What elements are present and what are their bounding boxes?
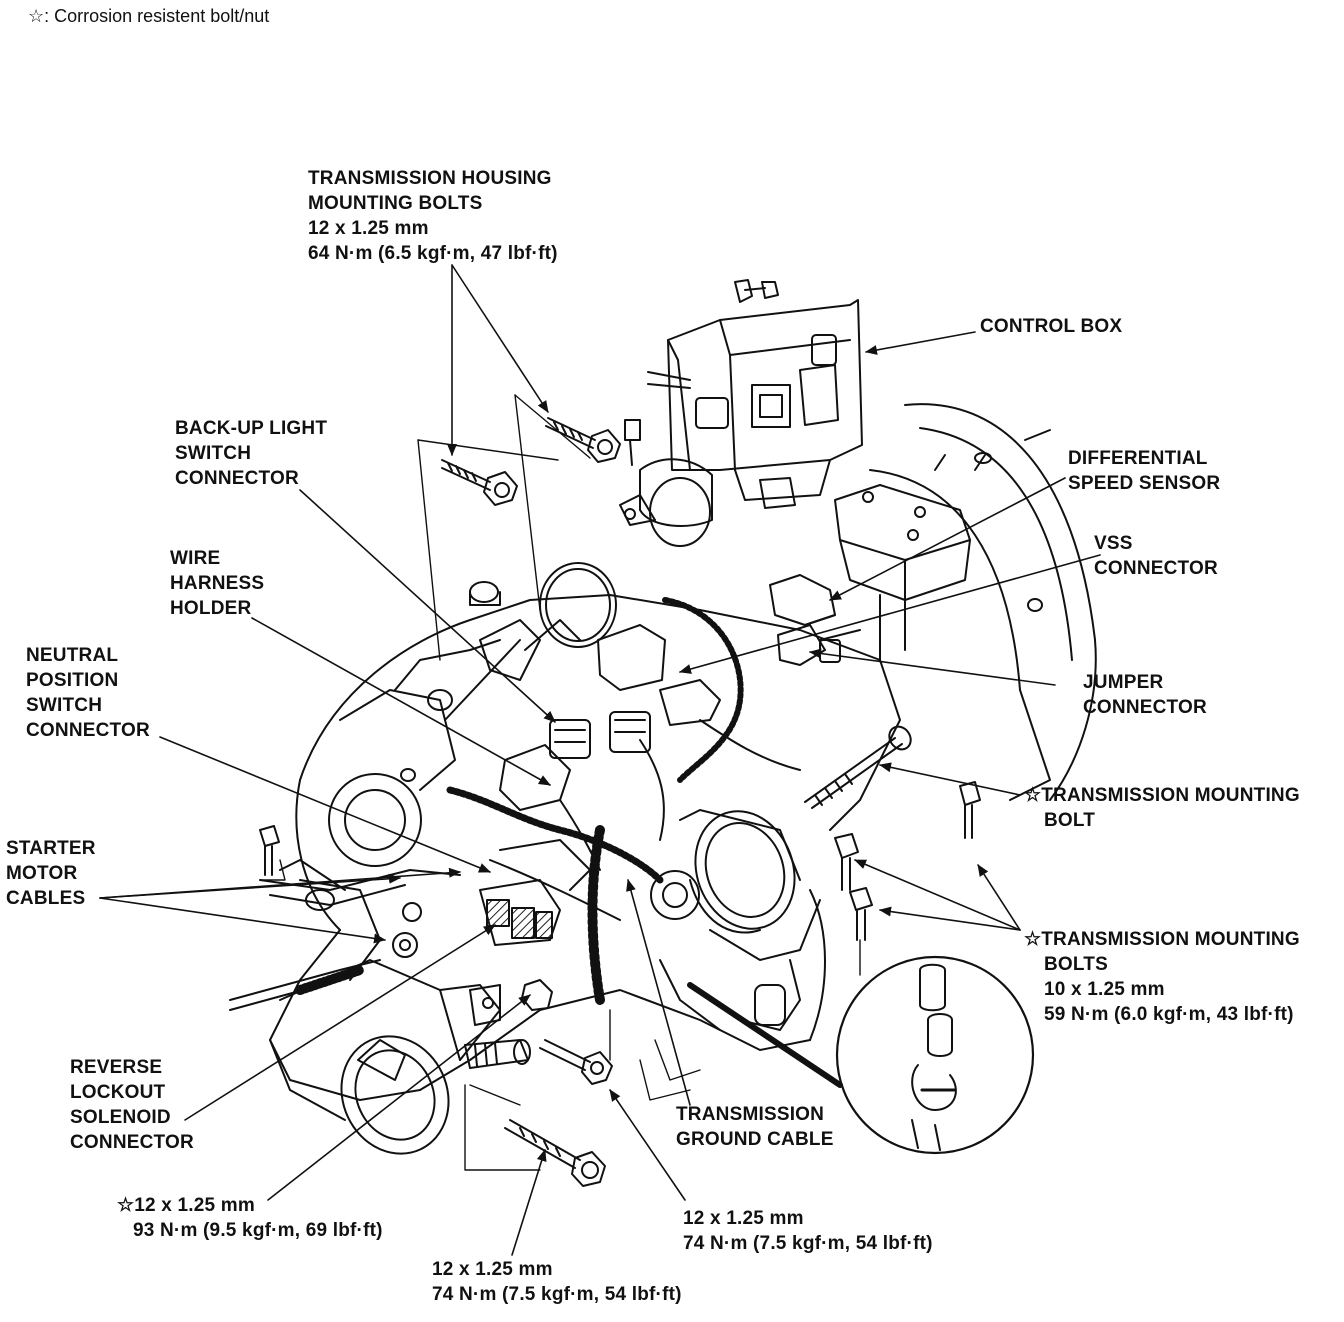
label-line: 59 N·m (6.0 kgf·m, 43 lbf·ft)	[1044, 1004, 1294, 1025]
label-starter-motor-cables: STARTER MOTOR CABLES	[6, 836, 96, 911]
label-line: DIFFERENTIAL	[1068, 448, 1208, 469]
label-line: CONTROL BOX	[980, 316, 1123, 337]
bellhousing-outline	[869, 403, 1097, 801]
label-line: POSITION	[26, 670, 119, 691]
label-transmission-housing-bolts: TRANSMISSION HOUSING MOUNTING BOLTS 12 x…	[308, 166, 558, 266]
label-bolt-torque-93: ☆12 x 1.25 mm 93 N·m (9.5 kgf·m, 69 lbf·…	[117, 1193, 383, 1243]
label-line: STARTER	[6, 838, 96, 859]
label-line: GROUND CABLE	[676, 1129, 834, 1150]
label-control-box: CONTROL BOX	[980, 314, 1122, 339]
label-line: CONNECTOR	[175, 468, 299, 489]
control-box-drawing	[619, 299, 863, 547]
label-line: CABLES	[6, 888, 86, 909]
detail-inset	[835, 955, 1035, 1155]
label-line: 12 x 1.25 mm	[432, 1259, 553, 1280]
label-line: ☆12 x 1.25 mm	[117, 1195, 255, 1216]
starter-motor-drawing	[269, 959, 501, 1155]
label-line: SWITCH	[175, 443, 252, 464]
legend-text: : Corrosion resistent bolt/nut	[44, 6, 270, 26]
leader-arrows	[99, 264, 1101, 1256]
label-transmission-mounting-bolt: ☆TRANSMISSION MOUNTING BOLT	[1024, 783, 1300, 833]
wire-harness-drawing	[446, 597, 801, 1005]
label-line: LOCKOUT	[70, 1082, 166, 1103]
label-bolt-torque-74-right: 12 x 1.25 mm 74 N·m (7.5 kgf·m, 54 lbf·f…	[683, 1206, 933, 1256]
label-line: 93 N·m (9.5 kgf·m, 69 lbf·ft)	[133, 1220, 383, 1241]
bolt-drawings	[259, 279, 981, 1187]
label-bolt-torque-74-bottom: 12 x 1.25 mm 74 N·m (7.5 kgf·m, 54 lbf·f…	[432, 1257, 682, 1307]
label-line: CONNECTOR	[70, 1132, 194, 1153]
label-line: NEUTRAL	[26, 645, 119, 666]
label-line: JUMPER	[1083, 672, 1164, 693]
label-line: TRANSMISSION HOUSING	[308, 168, 552, 189]
label-line: ☆TRANSMISSION MOUNTING	[1024, 785, 1300, 806]
label-line: 74 N·m (7.5 kgf·m, 54 lbf·ft)	[432, 1284, 682, 1305]
label-line: HOLDER	[170, 598, 252, 619]
label-transmission-ground-cable: TRANSMISSION GROUND CABLE	[676, 1102, 834, 1152]
label-line: WIRE	[170, 548, 221, 569]
label-line: 74 N·m (7.5 kgf·m, 54 lbf·ft)	[683, 1233, 933, 1254]
star-icon: ☆	[28, 6, 45, 26]
label-differential-speed-sensor: DIFFERENTIAL SPEED SENSOR	[1068, 446, 1220, 496]
label-line: CONNECTOR	[26, 720, 150, 741]
connector-cluster-drawing	[499, 574, 861, 811]
label-line: REVERSE	[70, 1057, 163, 1078]
label-vss-connector: VSS CONNECTOR	[1094, 531, 1218, 581]
label-line: BOLT	[1044, 810, 1096, 831]
transmission-case-drawing	[269, 594, 901, 1101]
label-jumper-connector: JUMPER CONNECTOR	[1083, 670, 1207, 720]
label-line: MOUNTING BOLTS	[308, 193, 483, 214]
starter-cable-drawing	[229, 869, 461, 1011]
label-backup-light-switch-connector: BACK-UP LIGHT SWITCH CONNECTOR	[175, 416, 327, 491]
label-line: SOLENOID	[70, 1107, 171, 1128]
label-reverse-lockout-solenoid-connector: REVERSE LOCKOUT SOLENOID CONNECTOR	[70, 1055, 194, 1155]
differential-housing-drawing	[650, 809, 821, 1031]
ground-cable-strap-drawing	[687, 982, 843, 1088]
label-line: 12 x 1.25 mm	[308, 218, 429, 239]
label-line: 64 N·m (6.5 kgf·m, 47 lbf·ft)	[308, 243, 558, 264]
reverse-lockout-connector-drawing	[479, 839, 591, 946]
label-line: 10 x 1.25 mm	[1044, 979, 1165, 1000]
label-line: ☆TRANSMISSION MOUNTING	[1024, 929, 1300, 950]
label-line: MOTOR	[6, 863, 78, 884]
label-line: CONNECTOR	[1094, 558, 1218, 579]
label-line: TRANSMISSION	[676, 1104, 825, 1125]
label-line: SPEED SENSOR	[1068, 473, 1221, 494]
frame-lines	[259, 394, 861, 1171]
label-line: HARNESS	[170, 573, 265, 594]
label-line: 12 x 1.25 mm	[683, 1208, 804, 1229]
label-line: VSS	[1094, 533, 1133, 554]
mount-bracket-drawing	[834, 484, 971, 661]
label-line: BACK-UP LIGHT	[175, 418, 328, 439]
legend: ☆: Corrosion resistent bolt/nut	[28, 6, 269, 27]
label-neutral-position-switch-connector: NEUTRAL POSITION SWITCH CONNECTOR	[26, 643, 150, 743]
label-wire-harness-holder: WIRE HARNESS HOLDER	[170, 546, 264, 621]
label-line: CONNECTOR	[1083, 697, 1207, 718]
label-transmission-mounting-bolts: ☆TRANSMISSION MOUNTING BOLTS 10 x 1.25 m…	[1024, 927, 1300, 1027]
label-line: SWITCH	[26, 695, 103, 716]
label-line: BOLTS	[1044, 954, 1108, 975]
shift-cable-cover-drawing	[469, 562, 617, 648]
